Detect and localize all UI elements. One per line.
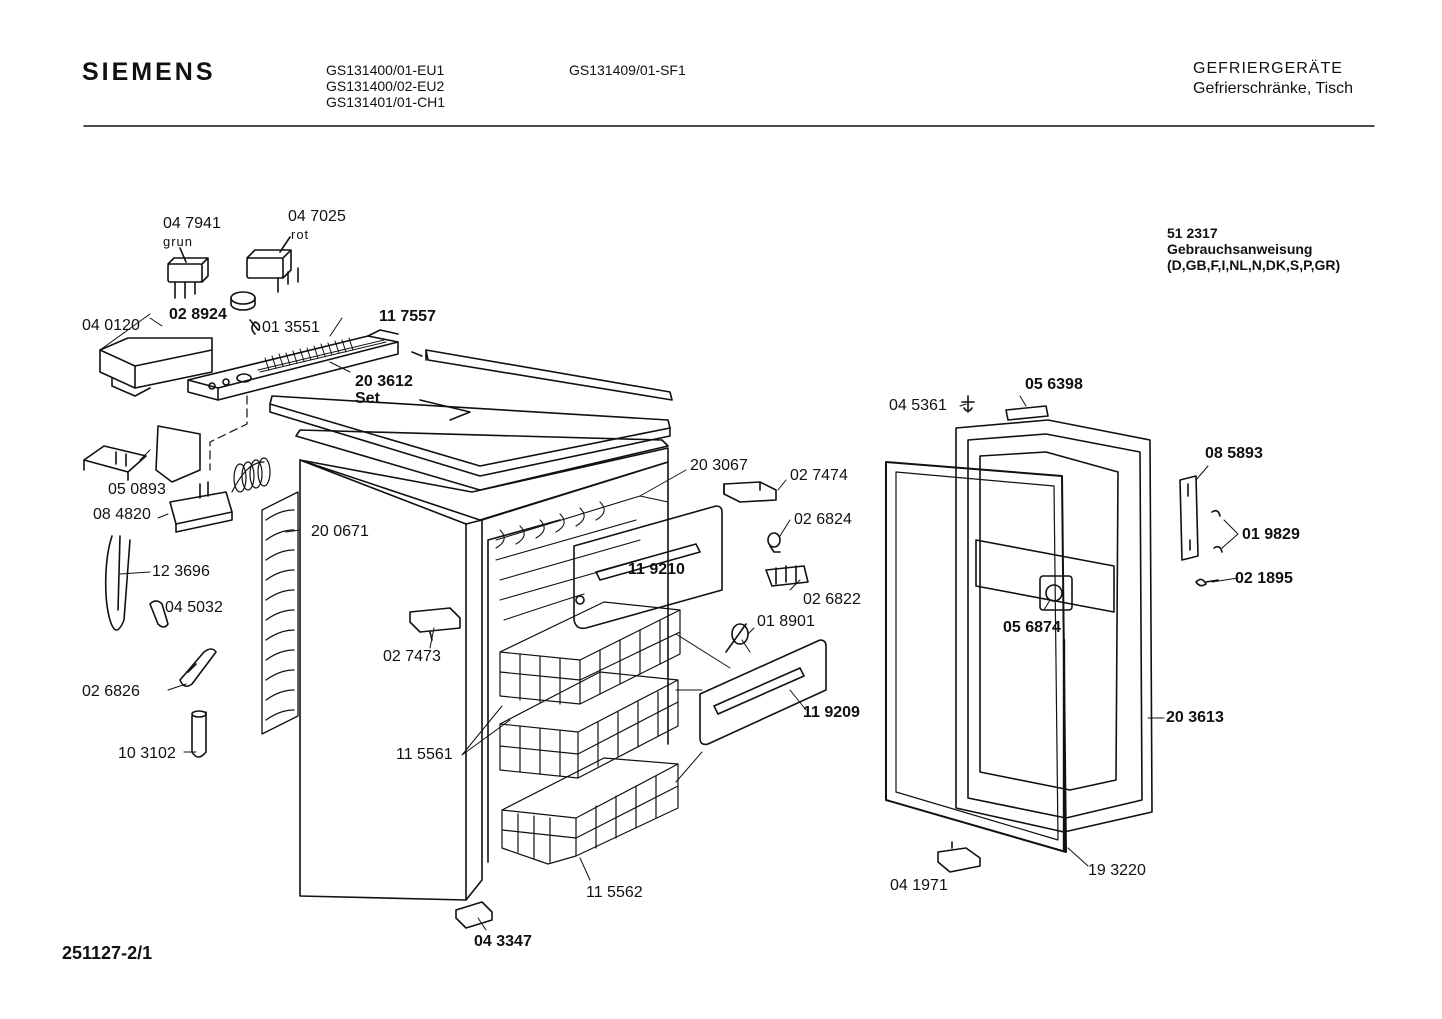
hinge-085893 [1180, 476, 1198, 560]
screws-019829 [1212, 511, 1222, 552]
freezer-basket-lower [502, 758, 678, 864]
evaporator-grid [496, 496, 668, 620]
evaporator-flap [574, 506, 722, 628]
handle-strip-056398 [1006, 406, 1048, 420]
brand-logo: SIEMENS [82, 58, 216, 86]
part-label: 04 5361 [889, 397, 947, 414]
manual-languages: (D,GB,F,I,NL,N,DK,S,P,GR) [1167, 257, 1341, 273]
leader-lines [100, 314, 1238, 930]
part-label: 05 0893 [108, 481, 166, 498]
thermostat-cover [156, 426, 200, 482]
part-label: 02 1895 [1235, 570, 1293, 587]
part-label: 10 3102 [118, 745, 176, 762]
model-number: GS131409/01-SF1 [569, 62, 686, 78]
hinge-041971 [938, 842, 980, 872]
subcategory-title: Gefrierschränke, Tisch [1193, 80, 1354, 97]
part-label: 19 3220 [1088, 862, 1146, 879]
model-number: GS131400/01-EU1 [326, 62, 445, 78]
model-number: GS131400/02-EU2 [326, 78, 445, 94]
part-color-label: rot [291, 227, 310, 242]
grommet-026822 [766, 566, 808, 586]
document-number: 251127-2/1 [62, 943, 153, 963]
manual-part-number: 51 2317 [1167, 225, 1218, 241]
indicator-lamp-green [168, 258, 208, 298]
part-label: 12 3696 [152, 563, 210, 580]
hose-045032 [150, 601, 168, 627]
control-box-cover [100, 338, 212, 396]
lamp-holder-ring [231, 292, 255, 304]
category-title: GEFRIERGERÄTE [1193, 60, 1343, 77]
part-label: 02 6826 [82, 683, 140, 700]
part-label: 08 5893 [1205, 445, 1263, 462]
control-panel-strip [188, 330, 398, 400]
hinge-cover-027473 [410, 608, 460, 640]
part-label: 11 5562 [586, 884, 643, 901]
part-label: 04 7941 [163, 215, 221, 232]
door-gasket [886, 462, 1066, 852]
capillary-coil [234, 458, 270, 492]
part-label: 04 0120 [82, 317, 140, 334]
part-label: 11 7557 [379, 308, 436, 325]
part-label: 11 9209 [803, 704, 860, 721]
part-label: 04 7025 [288, 208, 346, 225]
basket-front-flap [700, 640, 826, 744]
manual-title: Gebrauchsanweisung [1167, 241, 1313, 257]
part-label: 01 3551 [262, 319, 320, 336]
part-label: 20 3612 [355, 373, 413, 390]
part-label: 11 9210 [628, 561, 685, 578]
drain-pipe [192, 711, 206, 757]
part-label: 02 7474 [790, 467, 848, 484]
part-label: 01 9829 [1242, 526, 1300, 543]
part-label: 05 6398 [1025, 376, 1083, 393]
condenser-coil [262, 492, 298, 734]
part-label: 02 7473 [383, 648, 441, 665]
part-label: 08 4820 [93, 506, 151, 523]
indicator-lamp-red [247, 250, 298, 292]
cabinet-body [300, 448, 668, 900]
part-color-label: grun [163, 234, 194, 249]
part-label: 20 3613 [1166, 709, 1224, 726]
top-cover [270, 350, 672, 490]
lamp-holder-ring-side [231, 298, 255, 310]
model-number: GS131401/01-CH1 [326, 94, 446, 110]
part-label: 01 8901 [757, 613, 815, 630]
foot-043347 [456, 902, 492, 928]
pin-045361 [962, 396, 974, 412]
drain-clip [180, 649, 216, 686]
part-label: 02 6822 [803, 591, 861, 608]
part-label: 05 6874 [1003, 619, 1061, 636]
freezer-basket-middle [500, 672, 678, 778]
hinge-cover-027474 [724, 482, 776, 502]
freezer-basket-upper [500, 602, 680, 704]
screw-021895 [1196, 579, 1218, 585]
part-label: 20 3067 [690, 457, 748, 474]
thermostat [170, 482, 232, 532]
part-label: 11 5561 [396, 746, 453, 763]
freezer-door [956, 420, 1152, 832]
part-label: 04 3347 [474, 933, 532, 950]
part-note: Set [355, 390, 380, 407]
part-label: 04 1971 [890, 877, 948, 894]
thermostat-bracket [84, 446, 146, 480]
sensor-tube [106, 536, 130, 630]
part-label: 02 8924 [169, 306, 227, 323]
plug-026824 [768, 533, 780, 552]
clip-013551 [252, 322, 260, 334]
part-label: 02 6824 [794, 511, 852, 528]
part-label: 20 0671 [311, 523, 369, 540]
part-label: 04 5032 [165, 599, 223, 616]
pivot-018901 [726, 624, 748, 652]
